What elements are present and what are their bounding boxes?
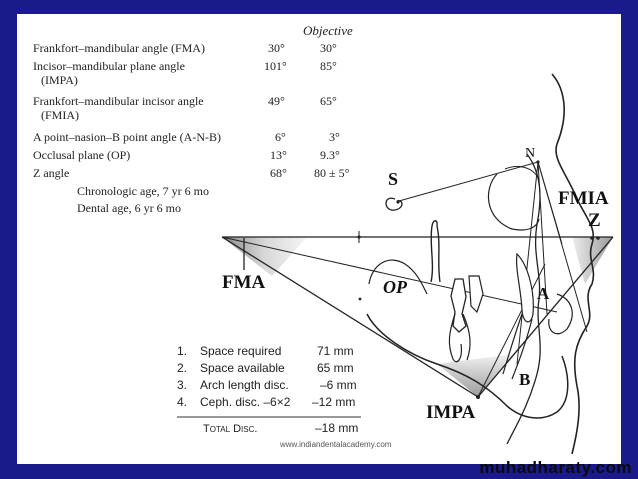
measurement-value: 49° [268, 94, 285, 108]
measurement-objective: 30° [320, 41, 337, 55]
measurement-label: Z angle [33, 166, 70, 180]
label-op: OP [383, 277, 407, 297]
space-num: 3. [177, 378, 188, 392]
space-label: Arch length disc. [200, 378, 289, 392]
slide-figure: Objective Frankfort–mandibular angle (FM… [17, 14, 621, 464]
measurement-label: Frankfort–mandibular angle (FMA) [33, 41, 205, 55]
measurement-label: Incisor–mandibular plane angle [33, 59, 185, 73]
watermark: www.indiandentalacademy.com [280, 440, 392, 449]
space-label: Space available [200, 361, 285, 375]
measurement-value: 68° [270, 166, 287, 180]
measurement-value: 101° [264, 59, 287, 73]
objective-header: Objective [303, 23, 353, 38]
measurement-objective: 3° [329, 130, 340, 144]
total-disc-value: –18 mm [315, 421, 359, 435]
space-value: –12 mm [312, 395, 356, 409]
label-z: Z [588, 210, 601, 231]
label-a: A [537, 284, 550, 303]
space-label: Ceph. disc. –6×2 [200, 395, 291, 409]
space-num: 4. [177, 395, 188, 409]
measurement-label: Occlusal plane (OP) [33, 148, 131, 162]
dental-age: Dental age, 6 yr 6 mo [77, 201, 181, 215]
cephalometric-tracing [177, 73, 614, 455]
label-n: N [525, 146, 536, 161]
fma-angle-region [222, 237, 307, 276]
label-s: S [388, 169, 399, 189]
space-num: 1. [177, 344, 188, 358]
measurement-label: Frankfort–mandibular incisor angle [33, 94, 204, 108]
label-fmia: FMIA [558, 188, 609, 209]
space-num: 2. [177, 361, 188, 375]
measurement-objective: 85° [320, 59, 337, 73]
measurement-value: 6° [275, 130, 286, 144]
measurement-objective: 65° [320, 94, 337, 108]
impa-angle-region [437, 354, 514, 397]
label-fma: FMA [222, 272, 266, 293]
measurement-label-2: (IMPA) [41, 73, 78, 87]
chronologic-age: Chronologic age, 7 yr 6 mo [77, 184, 209, 198]
measurement-objective: 9.3° [320, 148, 340, 162]
total-disc-label: Total Disc. [203, 423, 258, 435]
space-value: –6 mm [320, 378, 357, 392]
label-impa: IMPA [426, 402, 476, 423]
brand-logo: muhadharaty.com [479, 458, 632, 477]
measurement-label: A point–nasion–B point angle (A-N-B) [33, 130, 221, 144]
measurement-value: 13° [270, 148, 287, 162]
label-b: B [519, 370, 531, 389]
space-value: 65 mm [317, 361, 354, 375]
measurement-value: 30° [268, 41, 285, 55]
measurement-label-2: (FMIA) [41, 108, 79, 122]
space-value: 71 mm [317, 344, 354, 358]
measurement-objective: 80 ± 5° [314, 166, 350, 180]
space-label: Space required [200, 344, 282, 358]
